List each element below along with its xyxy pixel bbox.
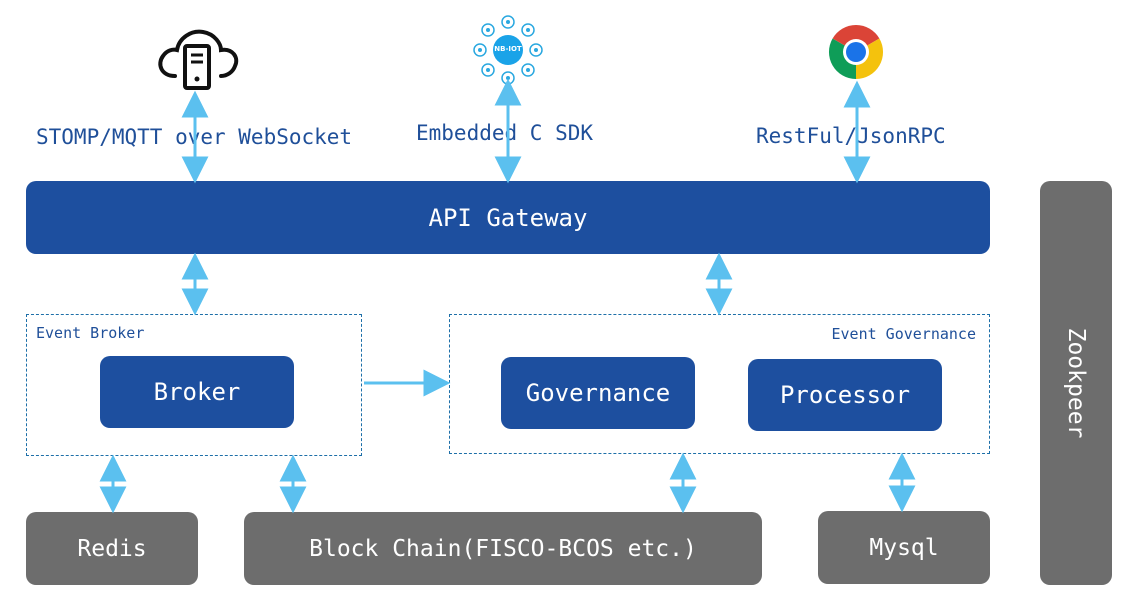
nb-iot-badge: NB-IOT bbox=[494, 45, 522, 53]
chrome-browser-icon bbox=[827, 23, 885, 81]
api-gateway-box: API Gateway bbox=[26, 181, 990, 254]
mysql-box: Mysql bbox=[818, 511, 990, 584]
broker-box: Broker bbox=[100, 356, 294, 428]
zookeeper-box: Zookpeer bbox=[1040, 181, 1112, 585]
processor-box: Processor bbox=[748, 359, 942, 431]
blockchain-box: Block Chain(FISCO-BCOS etc.) bbox=[244, 512, 762, 585]
nb-iot-icon: NB-IOT bbox=[472, 14, 544, 86]
broker-label: Broker bbox=[153, 378, 241, 406]
governance-label: Governance bbox=[525, 379, 671, 407]
api-gateway-label: API Gateway bbox=[428, 203, 588, 232]
event-broker-group-label: Event Broker bbox=[36, 324, 145, 342]
redis-box: Redis bbox=[26, 512, 198, 585]
processor-label: Processor bbox=[779, 381, 911, 409]
event-governance-group-label: Event Governance bbox=[831, 325, 977, 343]
cloud-server-icon bbox=[153, 24, 241, 90]
redis-label: Redis bbox=[77, 535, 147, 562]
governance-box: Governance bbox=[501, 357, 695, 429]
mysql-label: Mysql bbox=[869, 534, 939, 561]
blockchain-label: Block Chain(FISCO-BCOS etc.) bbox=[309, 535, 697, 562]
